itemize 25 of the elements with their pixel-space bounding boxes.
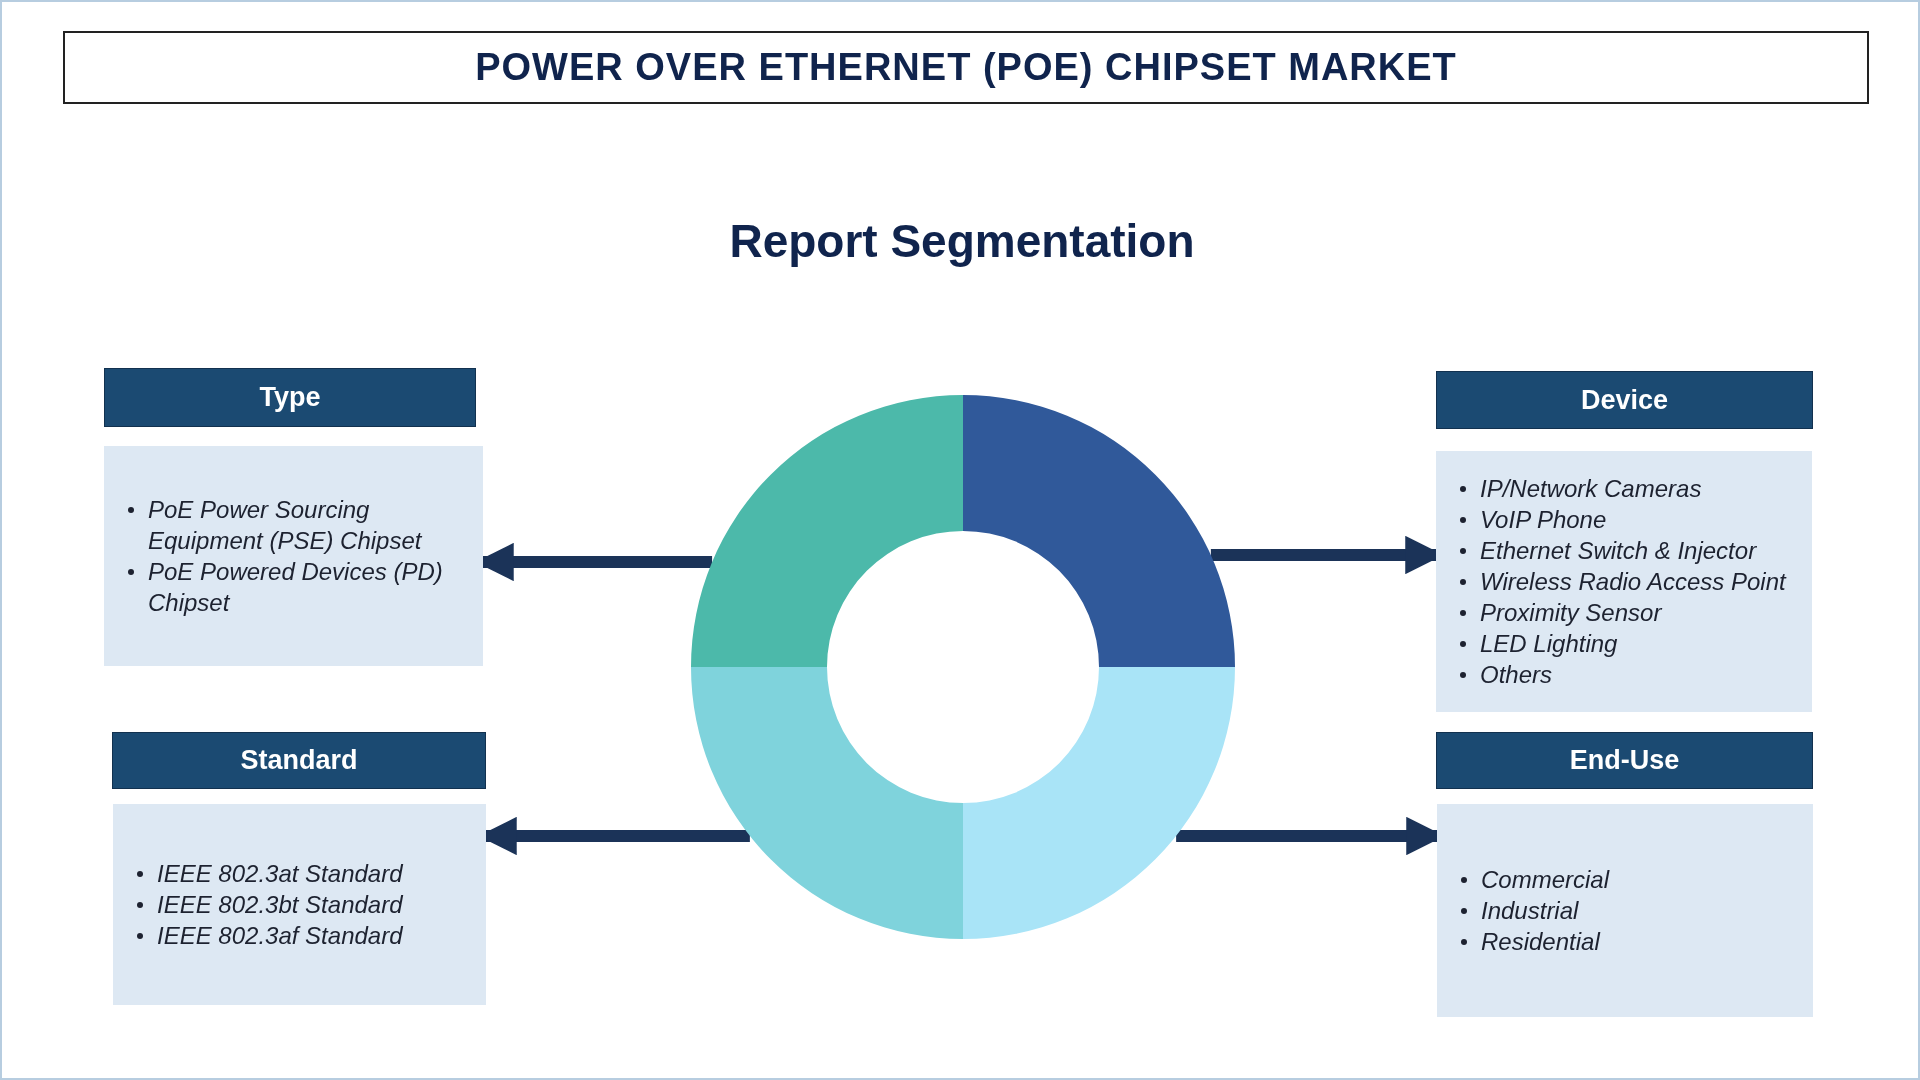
category-header: Device [1436,371,1813,429]
list-item: IEEE 802.3af Standard [157,921,403,951]
list-item: IEEE 802.3at Standard [157,859,403,889]
list-item: IEEE 802.3bt Standard [157,890,403,920]
list-panel [113,804,486,1005]
list-panel [104,446,483,666]
list-item: Commercial [1481,865,1609,895]
list-item: LED Lighting [1480,629,1618,659]
category-header: Type [104,368,476,427]
section-heading: Report Segmentation [728,214,1196,269]
list-item: Industrial [1481,896,1579,926]
list-item: Others [1480,660,1553,690]
category-header: Standard [112,732,486,789]
list-item: PoE Powered Devices (PD) Chipset [148,557,444,618]
list-item: Residential [1481,927,1600,957]
list-item: Wireless Radio Access Point [1480,567,1786,597]
list-item: VoIP Phone [1480,505,1607,535]
list-item: Ethernet Switch & Injector [1480,536,1757,566]
list-item: Proximity Sensor [1480,598,1662,628]
list-panel [1437,804,1813,1017]
list-item: PoE Power Sourcing Equipment (PSE) Chipset [148,495,423,556]
category-header: End-Use [1436,732,1813,789]
list-item: IP/Network Cameras [1480,474,1702,504]
list-panel [1436,451,1812,712]
title-box: POWER OVER ETHERNET (POE) CHIPSET MARKET [63,31,1869,104]
